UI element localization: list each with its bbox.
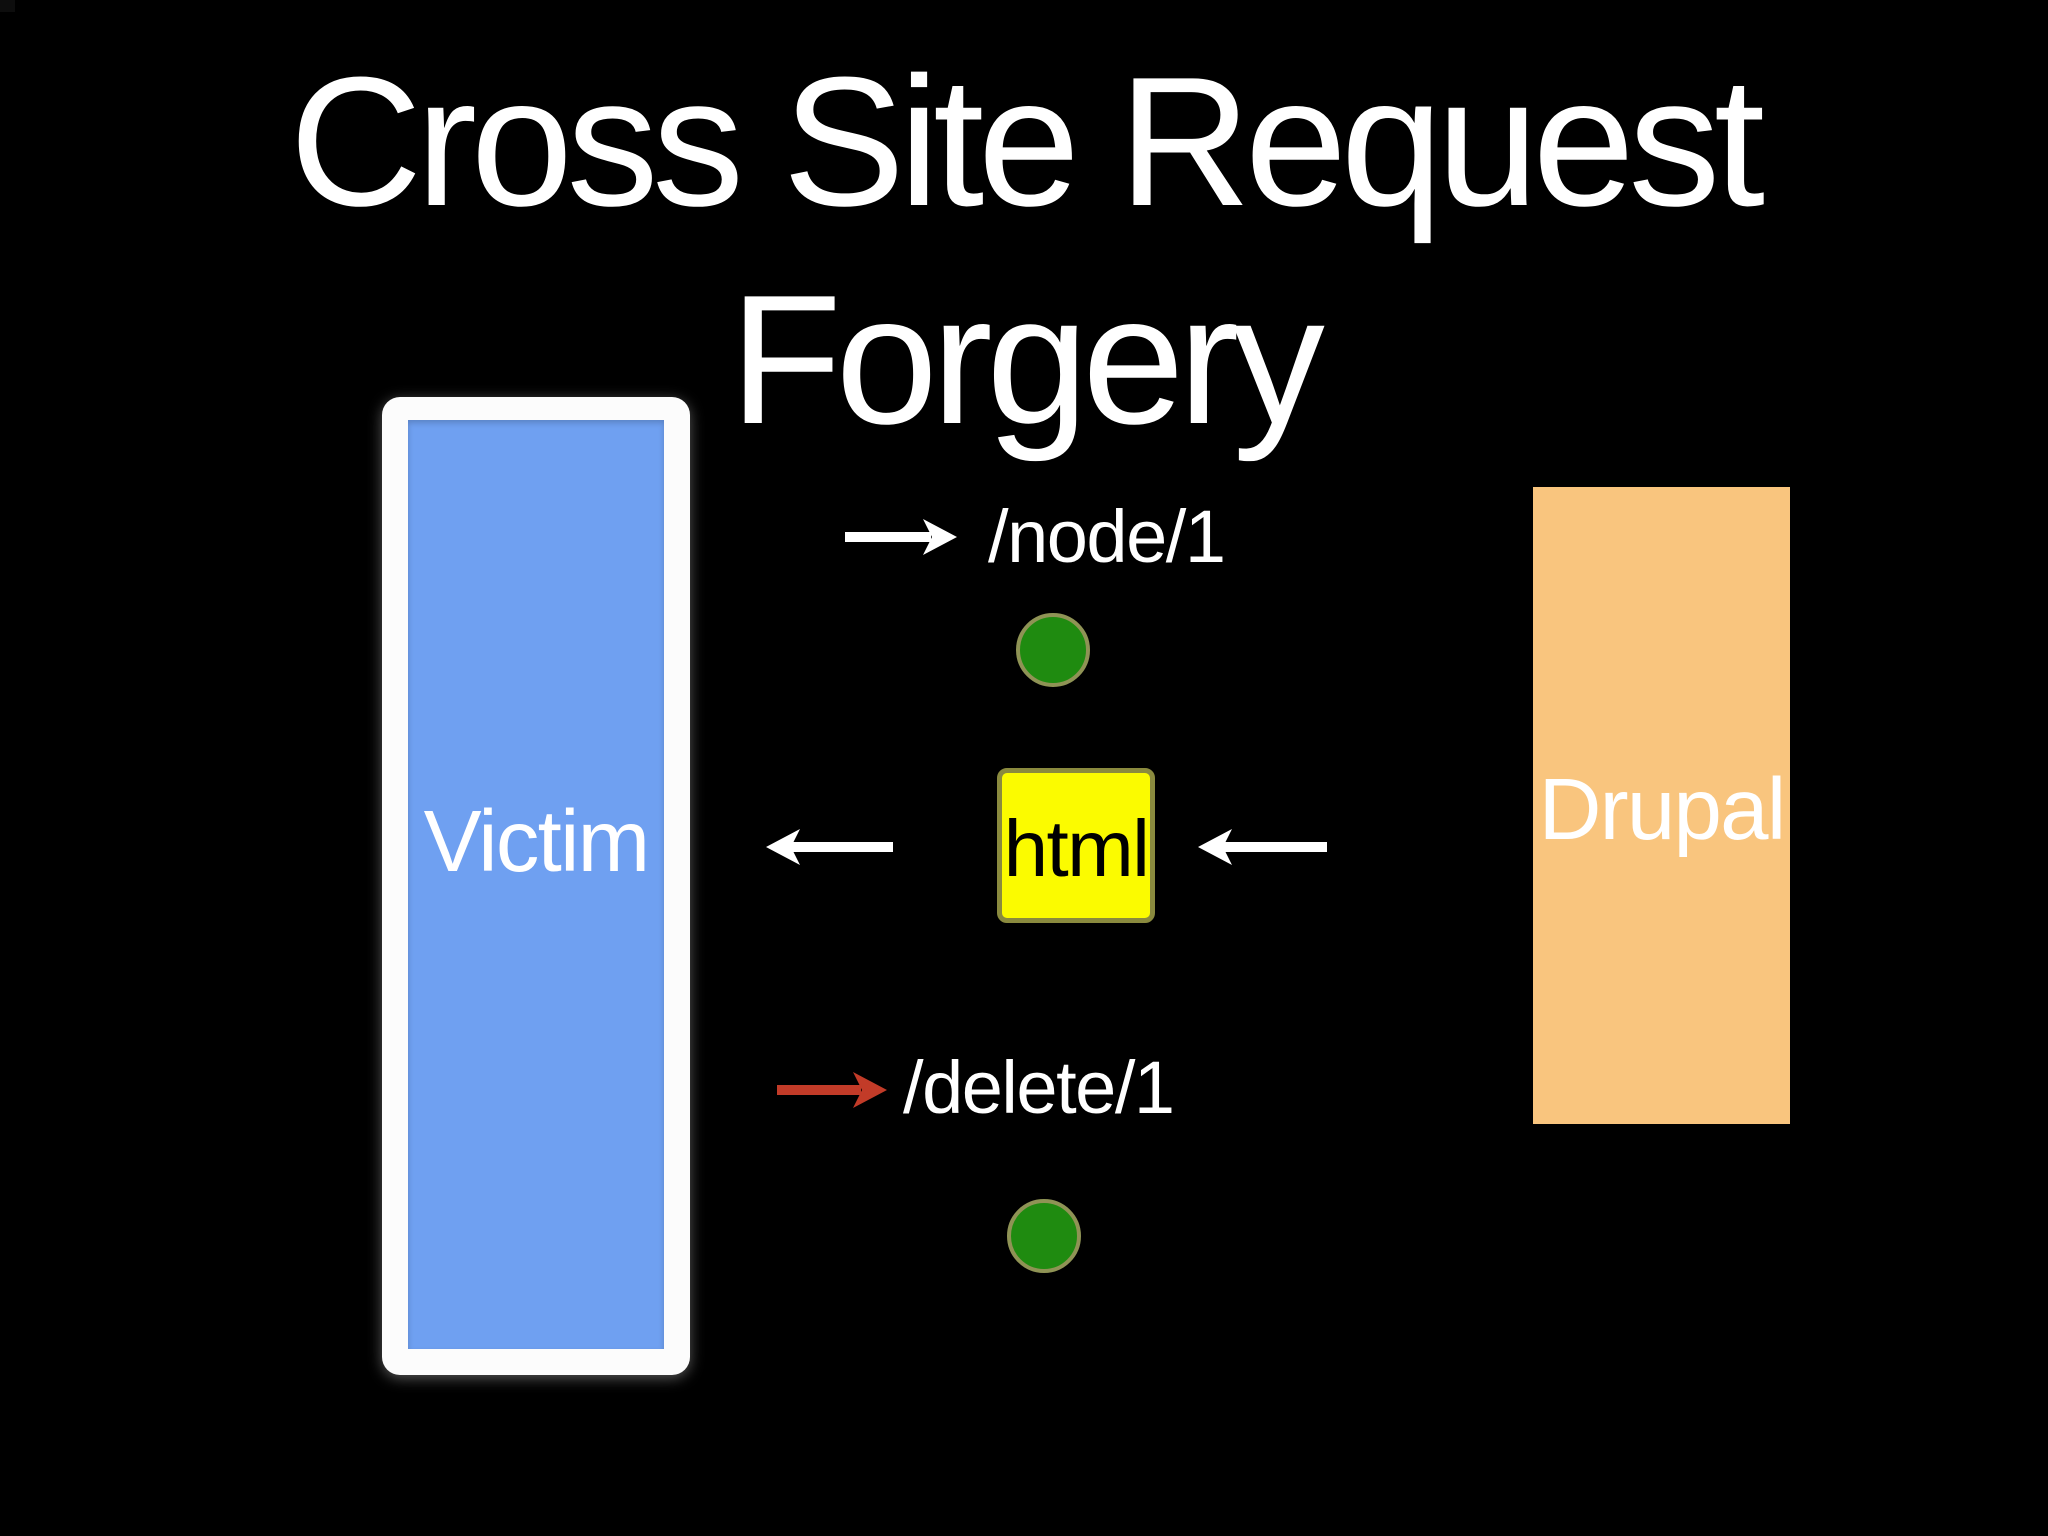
title-line-2: Forgery [729,256,1325,462]
green-dot-icon [1007,1199,1081,1273]
victim-label: Victim [423,793,651,890]
green-dot-icon [1016,613,1090,687]
drupal-box [1533,487,1790,1124]
corner-artifact [0,0,15,12]
html-label: html [1003,803,1150,893]
title-line-1: Cross Site Request [289,38,1765,244]
delete-request-label: /delete/1 [903,1046,1175,1129]
drupal-label: Drupal [1538,761,1787,858]
victim-box [408,420,664,1349]
node-request-label: /node/1 [988,495,1226,578]
slide-title: Cross Site Request Forgery [0,32,2048,468]
html-box: html [997,768,1155,923]
